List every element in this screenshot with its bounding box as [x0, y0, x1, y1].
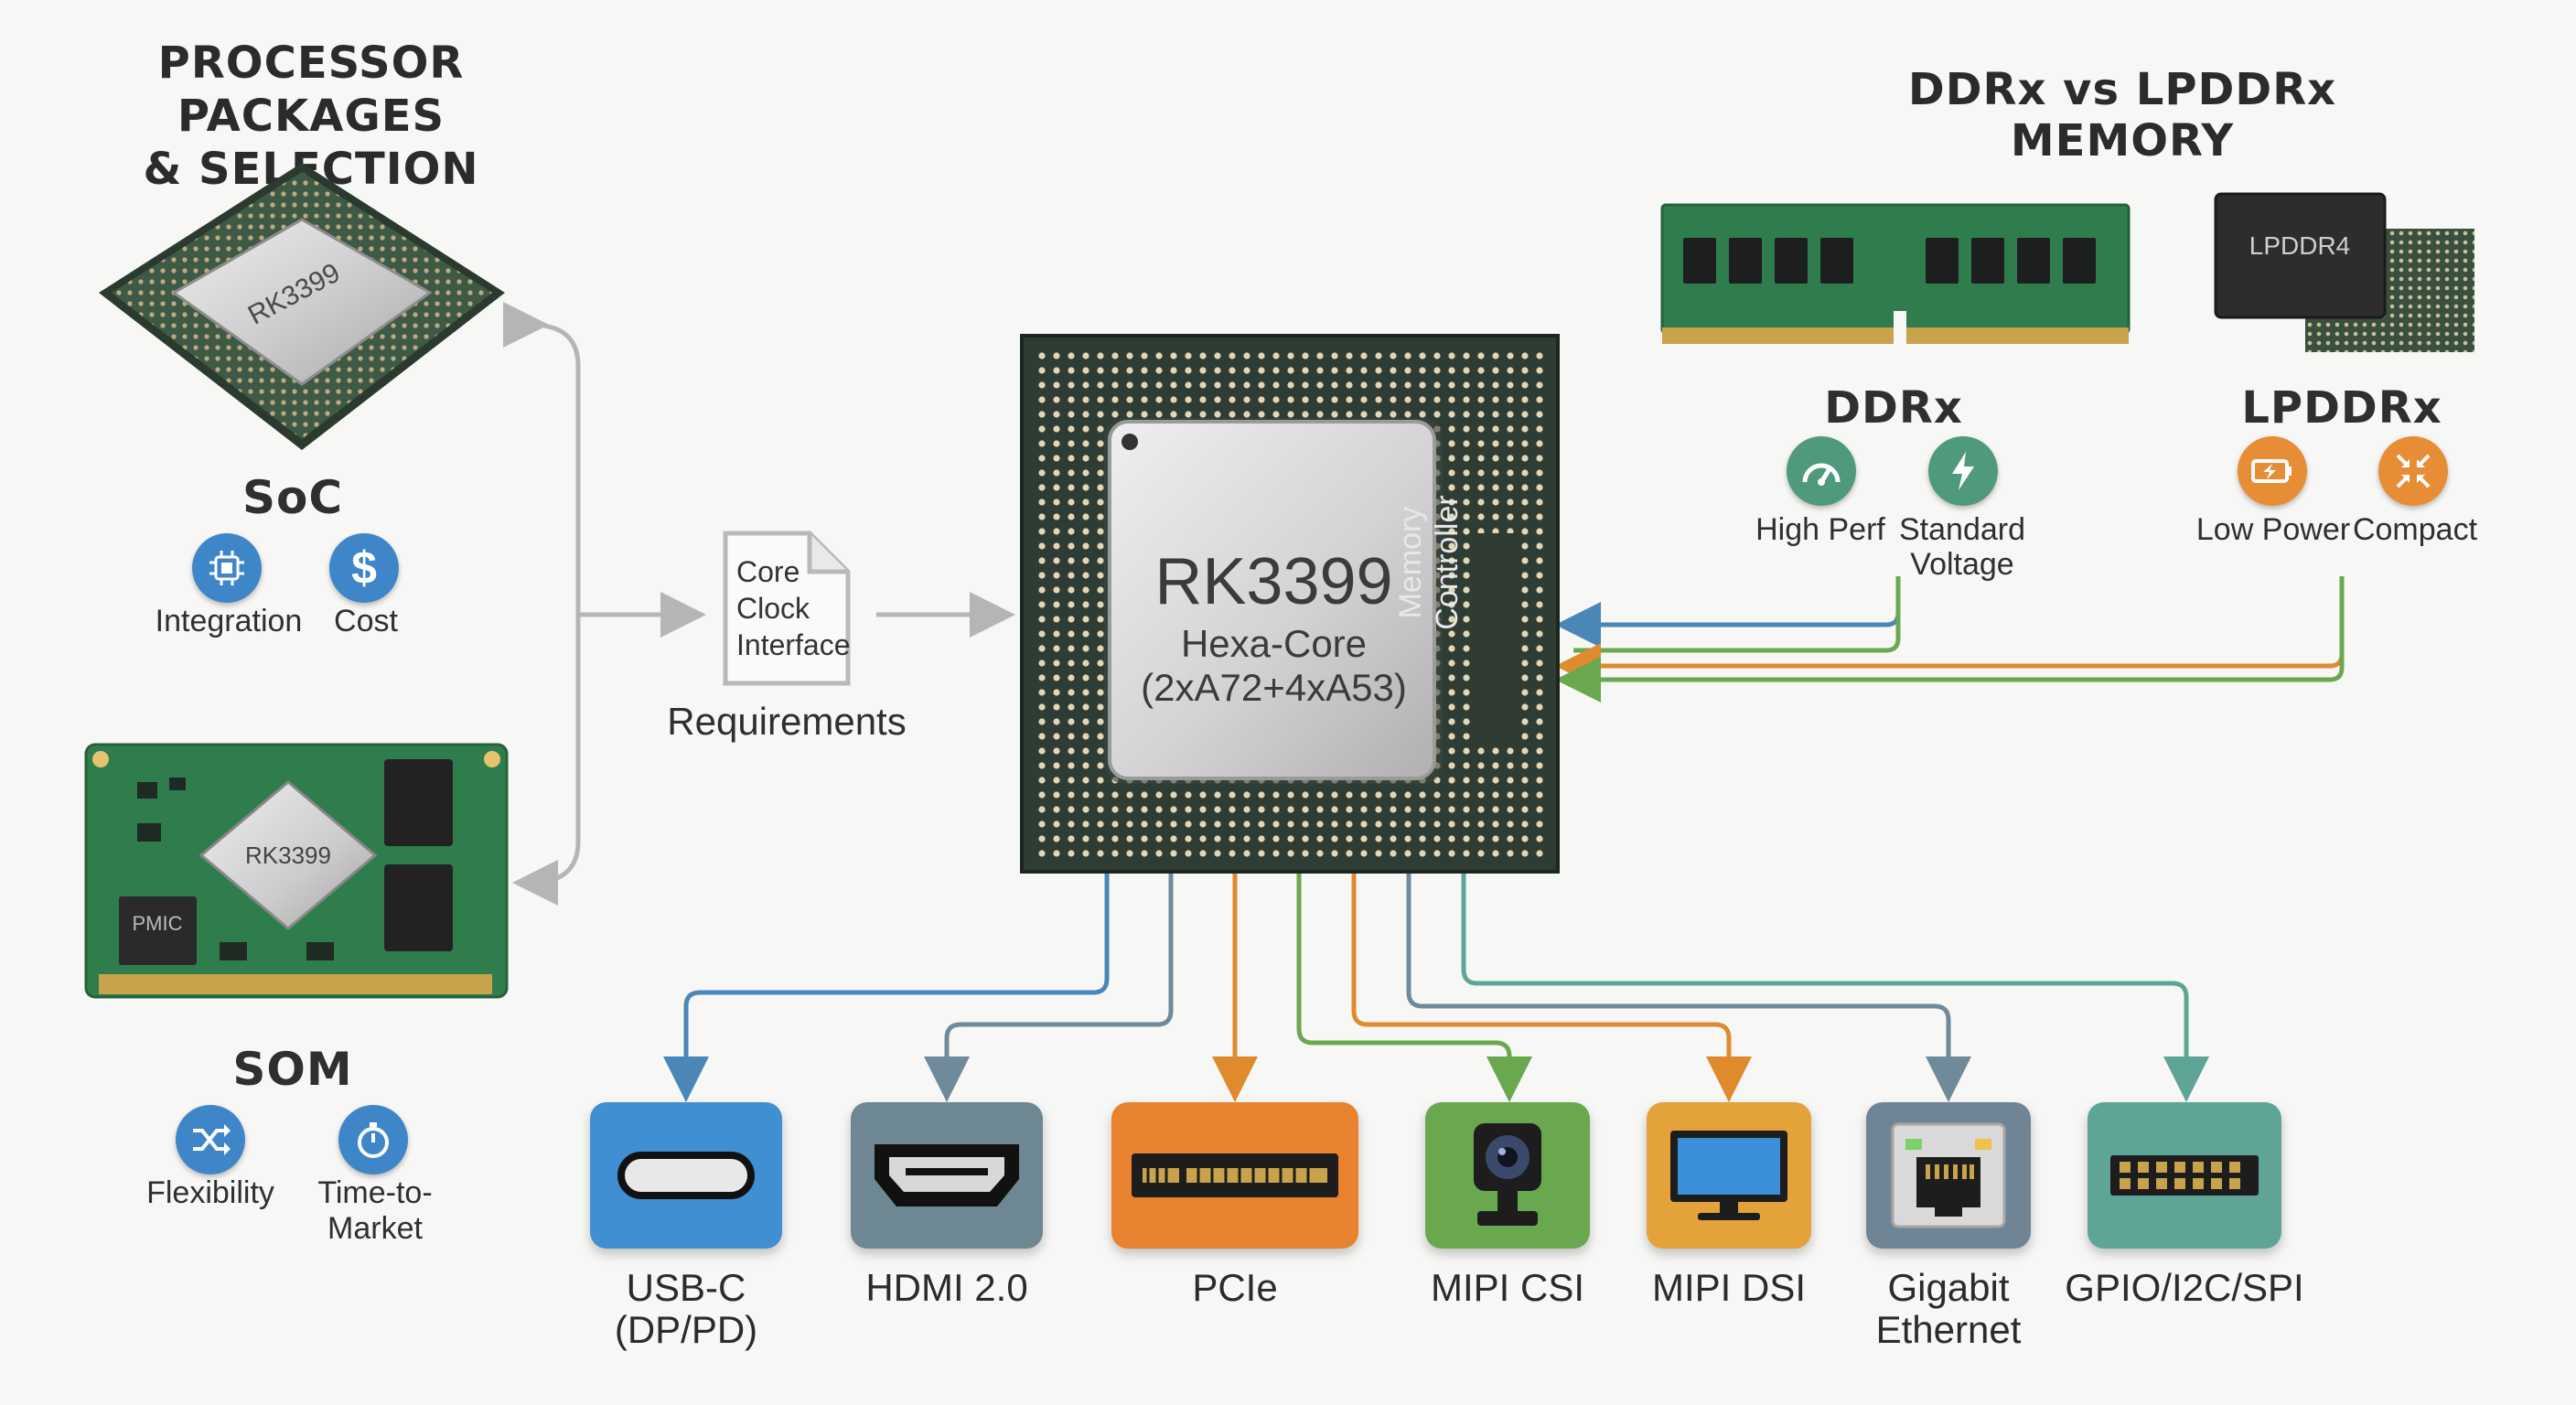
gpio-tile — [2088, 1102, 2281, 1249]
bracket-line — [502, 301, 581, 906]
ddr-link-green — [1573, 576, 1901, 653]
soc-feature-integration: Integration — [155, 604, 303, 638]
doc-line-interface: Interface — [736, 628, 851, 661]
csi-tile — [1425, 1102, 1590, 1249]
memory-controller-line2: Controller — [1430, 495, 1465, 630]
lpddr-chip-image: LPDDR4 — [2214, 192, 2474, 352]
memory-controller-label: Memory Controller — [1392, 457, 1475, 668]
doc-line-core: Core — [736, 555, 800, 588]
lpddr-feature-low-power: Low Power — [2195, 512, 2351, 547]
hdmi-tile — [851, 1102, 1043, 1249]
lpddr-feature-compact: Compact — [2352, 512, 2478, 547]
eth-label: Gigabit Ethernet — [1875, 1266, 2022, 1351]
ddr-feature-high-perf: High Perf — [1755, 512, 1885, 547]
csi-label: MIPI CSI — [1430, 1266, 1585, 1309]
flexibility-shuffle-icon — [176, 1105, 245, 1174]
eth-line — [1406, 869, 1971, 1102]
camera-icon — [1474, 1123, 1541, 1226]
som-feature-flexibility: Flexibility — [146, 1175, 274, 1210]
csi-line — [1296, 869, 1532, 1102]
usb-c-port-icon — [617, 1152, 755, 1199]
som-module-image: PMIC RK3399 — [84, 743, 509, 999]
processor-package — [1020, 334, 1560, 874]
integration-chip-icon — [192, 533, 262, 603]
eth-tile — [1866, 1102, 2031, 1249]
som-label: SOM — [232, 1043, 353, 1096]
soc-label: SoC — [242, 471, 344, 524]
left-panel-title: PROCESSOR PACKAGES & SELECTION — [55, 37, 567, 196]
requirements-doc-lines: Core Clock Interface — [736, 553, 851, 663]
pcie-tile — [1111, 1102, 1358, 1249]
left-title-line1: PROCESSOR PACKAGES — [157, 38, 465, 142]
processor-name: RK3399 — [1154, 545, 1393, 618]
soc-feature-cost: Cost — [334, 604, 398, 638]
ddr-dimm-image — [1660, 203, 2131, 344]
compact-shrink-icon — [2378, 436, 2448, 506]
som-pmic-marking: PMIC — [133, 912, 183, 935]
processor-config: (2xA72+4xA53) — [1141, 666, 1407, 709]
memory-controller-line1: Memory — [1393, 506, 1428, 619]
dsi-label: MIPI DSI — [1651, 1266, 1807, 1309]
dsi-line — [1351, 869, 1752, 1102]
ddr-link-blue — [1555, 576, 1901, 648]
time-to-market-stopwatch-icon — [338, 1105, 408, 1174]
requirements-document-icon — [723, 531, 851, 686]
doc-line-clock: Clock — [736, 592, 810, 625]
standard-voltage-bolt-icon — [1928, 436, 1998, 506]
ethernet-port-icon — [1891, 1122, 2006, 1228]
lpddr-label: LPDDRx — [2241, 382, 2442, 434]
soc-package-image: RK3399 — [99, 163, 505, 450]
lpddr-link-green — [1555, 576, 2345, 702]
cost-dollar-icon: $ — [329, 533, 399, 603]
requirements-label: Requirements — [667, 700, 907, 743]
hdmi-port-icon — [875, 1144, 1019, 1207]
low-power-battery-icon — [2238, 436, 2307, 506]
processor-cores: Hexa-Core — [1180, 622, 1368, 665]
som-chip-marking: RK3399 — [245, 842, 331, 869]
display-icon — [1670, 1131, 1787, 1220]
usbc-label: USB-C (DP/PD) — [614, 1266, 758, 1351]
pcie-slot-icon — [1132, 1153, 1338, 1197]
lpddr-chip-marking: LPDDR4 — [2249, 231, 2350, 260]
hdmi-label: HDMI 2.0 — [865, 1266, 1028, 1309]
high-perf-gauge-icon — [1787, 436, 1856, 506]
gpio-line — [1461, 869, 2209, 1102]
pin-header-icon — [2110, 1155, 2259, 1196]
pcie-label: PCIe — [1192, 1266, 1278, 1309]
ddr-label: DDRx — [1824, 382, 1963, 434]
gpio-label: GPIO/I2C/SPI — [2065, 1266, 2304, 1309]
memory-panel-title: DDRx vs LPDDRx MEMORY — [1907, 64, 2337, 166]
hdmi-line — [924, 869, 1174, 1102]
usbc-tile — [590, 1102, 782, 1249]
ddr-feature-standard-voltage: Standard Voltage — [1899, 512, 2025, 582]
dsi-tile — [1647, 1102, 1811, 1249]
usbc-line — [663, 869, 1110, 1102]
som-feature-time-to-market: Time-to-Market — [317, 1175, 433, 1246]
